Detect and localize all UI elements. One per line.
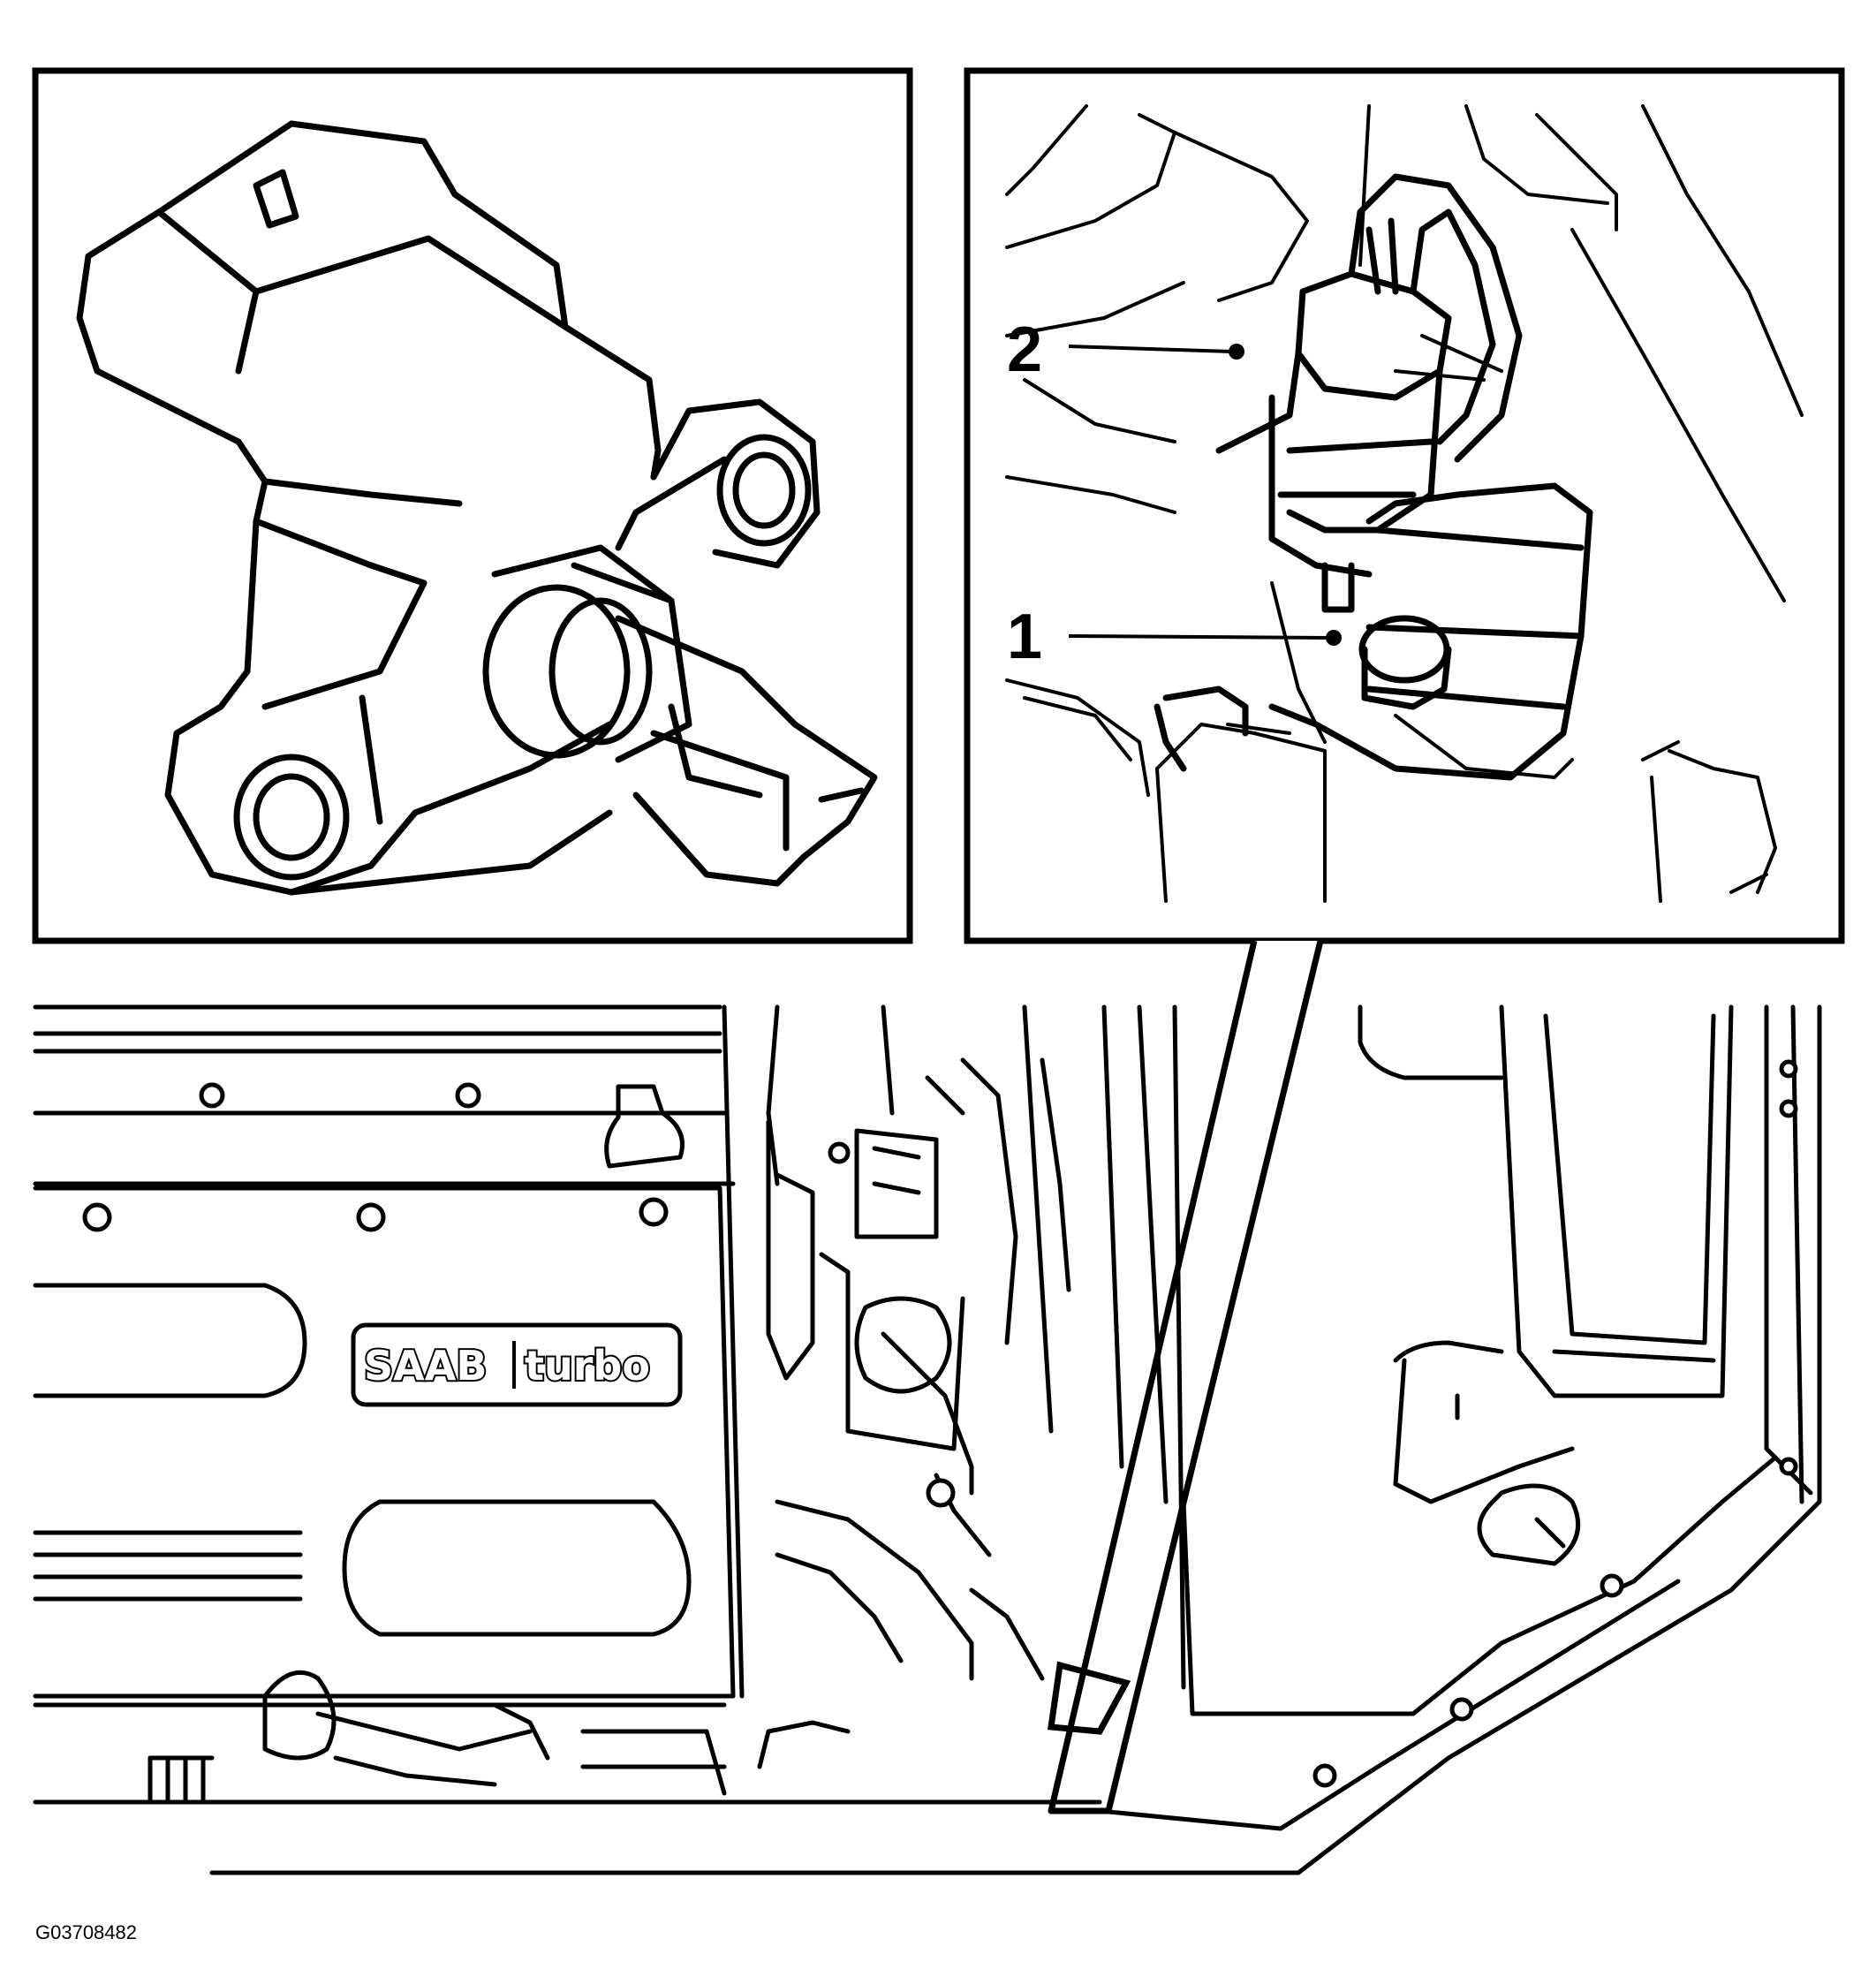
callout-label-1: 1 [1007, 602, 1042, 672]
callout-leaders [1068, 344, 1342, 646]
inset-pointer [1048, 940, 1324, 1814]
installed-sensor-inset: 2 1 [964, 67, 1845, 944]
background-linework [1005, 104, 1804, 903]
callout-leader-1 [1068, 634, 1330, 640]
engine-bay-overview: SAAB turbo [33, 1004, 1822, 1875]
logo-model: turbo [525, 1342, 650, 1390]
callout-dot-1 [1326, 630, 1342, 646]
callout-label-2: 2 [1007, 314, 1042, 385]
cover-bolts [82, 1059, 1798, 1788]
callout-leader-2 [1068, 345, 1233, 353]
sensor-installed [1154, 173, 1593, 781]
engine-cover-frame [33, 1004, 1822, 1875]
sensor-body [76, 120, 878, 896]
inset-frame-left [32, 67, 913, 944]
callout-dot-2 [1229, 344, 1244, 360]
saab-turbo-badge: SAAB turbo [351, 1322, 683, 1407]
sensor-closeup-inset [32, 67, 913, 944]
inset-frame-right [964, 67, 1845, 944]
logo-brand: SAAB [364, 1342, 487, 1390]
figure-code: G03708482 [35, 1921, 137, 1943]
